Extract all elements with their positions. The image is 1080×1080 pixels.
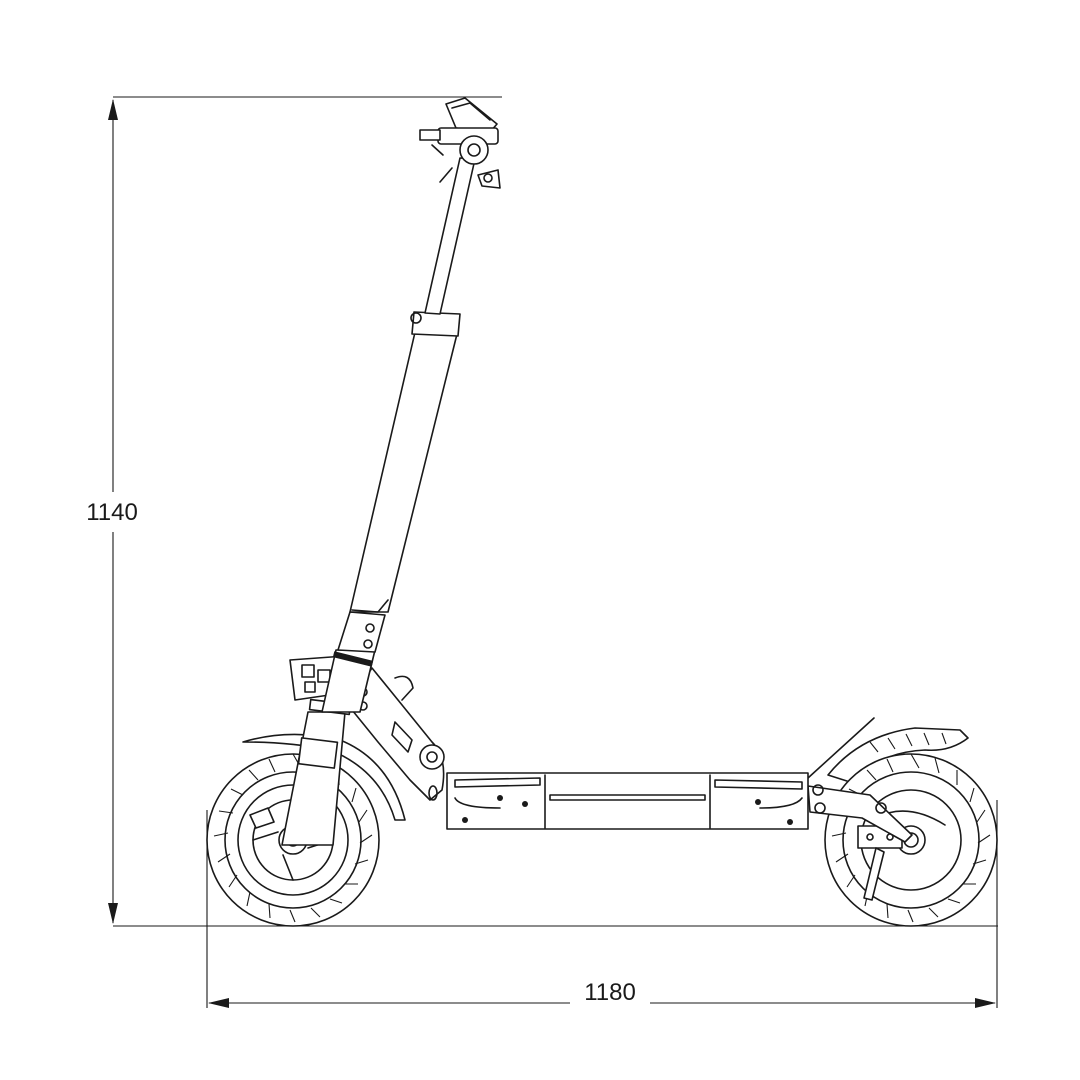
length-arrow-right	[975, 998, 996, 1008]
joint-slot	[428, 785, 438, 801]
kickstand	[863, 847, 885, 901]
steering-band	[332, 651, 374, 667]
front-tire-inner	[224, 771, 362, 909]
grip-center	[467, 143, 481, 157]
headlight-lens	[301, 664, 315, 678]
upper-stem	[424, 157, 476, 315]
bell-clamp	[477, 169, 501, 189]
fold-hinge	[419, 744, 445, 770]
fold-lever	[394, 675, 414, 701]
fork-crown	[297, 737, 339, 769]
display-detail	[451, 102, 491, 121]
deck-screw	[462, 817, 468, 823]
deck-panel	[454, 777, 541, 788]
front-brake-caliper	[249, 807, 275, 829]
height-arrow-bottom	[108, 903, 118, 924]
deck-panel-curve	[454, 797, 501, 809]
brake-lever-left	[419, 129, 441, 141]
main-stem	[349, 327, 459, 613]
caliper-bolt	[866, 833, 874, 841]
rear-tire-inner	[842, 771, 980, 909]
length-label-backing	[570, 975, 650, 1009]
deck-panel	[714, 779, 803, 790]
swing-bolt	[814, 802, 826, 814]
height-arrow-top	[108, 99, 118, 120]
deck-groove	[549, 794, 706, 801]
throttle-display	[445, 97, 498, 133]
length-arrow-left	[208, 998, 229, 1008]
deck-screw	[497, 795, 503, 801]
deck-body	[446, 772, 809, 830]
collar-knob	[410, 312, 422, 324]
deck-screw	[755, 799, 761, 805]
swing-bolt	[812, 784, 824, 796]
handlebar-assembly	[419, 97, 501, 189]
clamp-bolt	[365, 623, 375, 633]
brake-lever	[439, 167, 453, 183]
height-label: 1140	[86, 499, 138, 526]
rear-swing-arm	[807, 785, 913, 843]
length-label: 1180	[584, 979, 636, 1006]
deck-screw	[787, 819, 793, 825]
fold-hinge-bolt	[426, 751, 438, 763]
clamp-bolt	[363, 639, 373, 649]
stem-joint	[351, 599, 389, 613]
rear-wheel	[824, 753, 998, 927]
deck-panel-curve	[759, 797, 803, 809]
bell	[483, 173, 493, 183]
scooter-illustration	[206, 97, 998, 927]
deck-screw	[522, 801, 528, 807]
stem-collar	[411, 311, 461, 337]
lever-detail	[431, 144, 444, 156]
fender-ribs	[869, 732, 947, 753]
rear-tire-tread	[831, 753, 991, 923]
height-dimension: 1140	[86, 96, 998, 927]
rear-fender-strut	[807, 717, 875, 779]
deck	[446, 772, 809, 830]
stem-clamp	[337, 611, 386, 653]
swing-bolt	[875, 802, 887, 814]
handlebar-grip-end	[459, 135, 489, 165]
headlight-lens	[304, 681, 316, 693]
fold-latch	[391, 721, 413, 753]
rear-tire	[824, 753, 998, 927]
